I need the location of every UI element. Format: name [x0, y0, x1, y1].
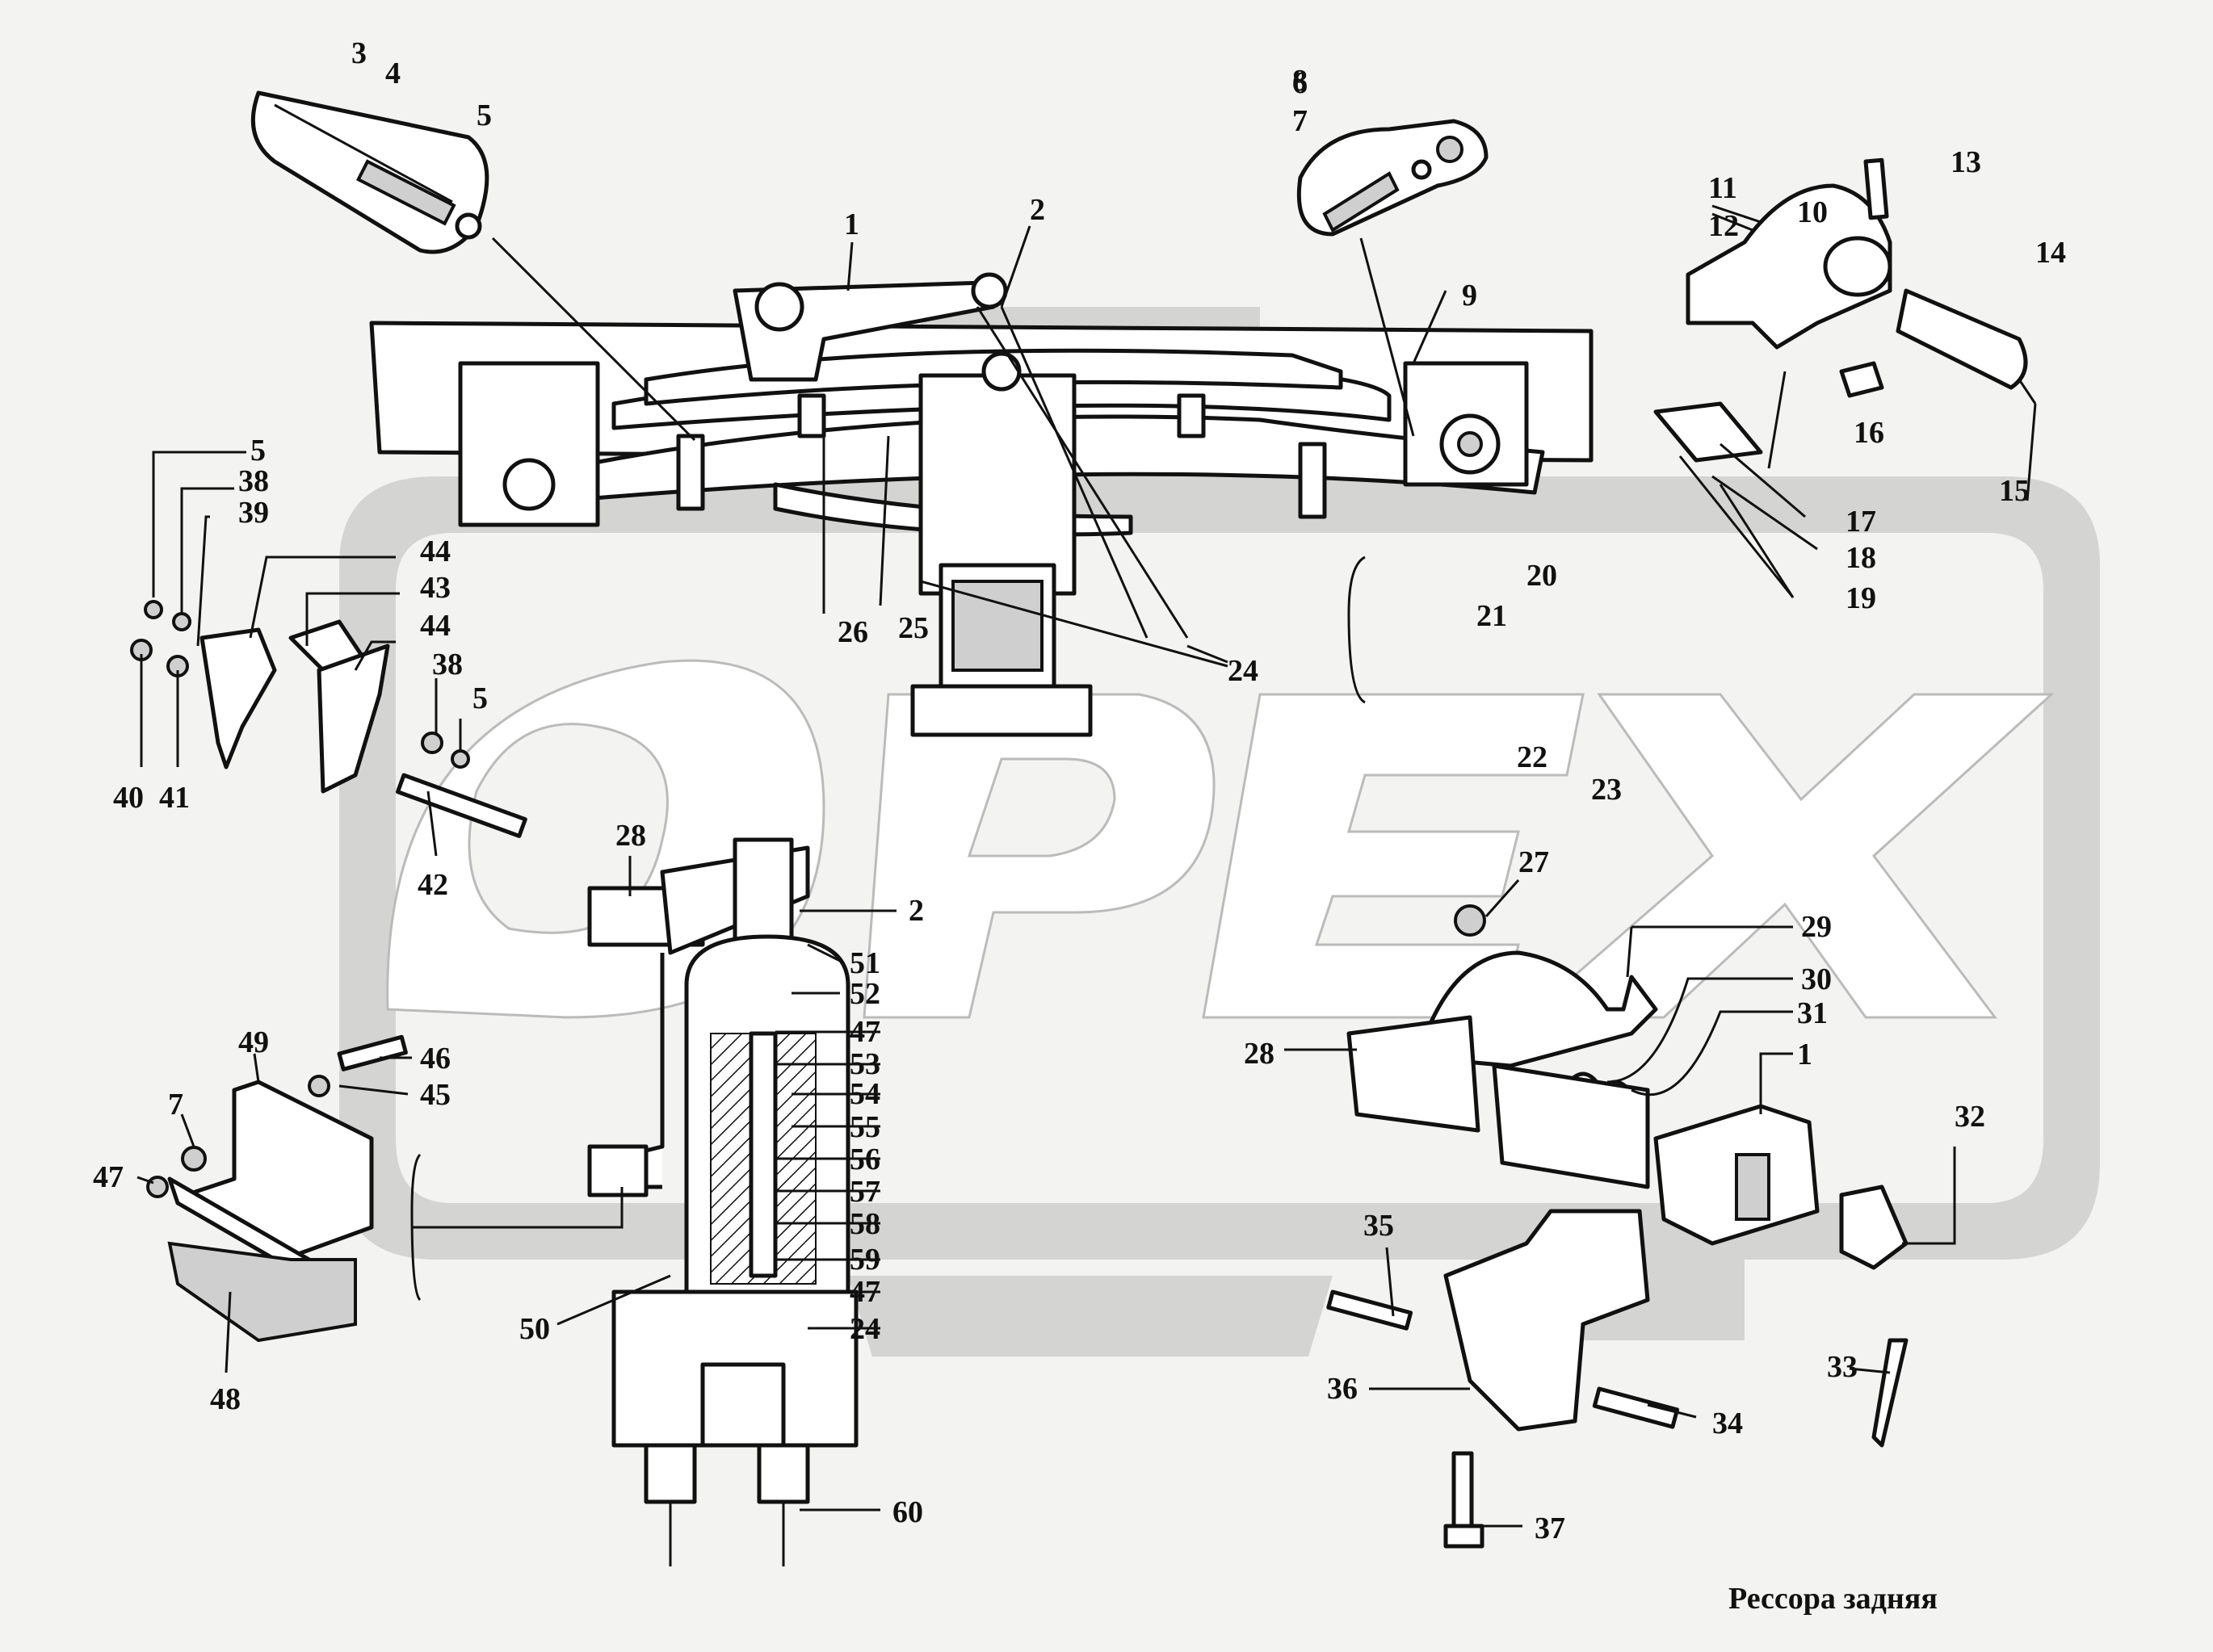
- callout-label: 4: [385, 57, 401, 90]
- callout-label: 58: [850, 1207, 880, 1241]
- callout-label: 47: [850, 1275, 880, 1309]
- callout-label: 10: [1797, 195, 1828, 229]
- callout-label: 46: [420, 1042, 451, 1075]
- callout-label: 36: [1327, 1372, 1358, 1406]
- callout-label: 53: [850, 1047, 880, 1081]
- diagram-caption: Рессора задняя: [1728, 1582, 1938, 1616]
- callout-label: 56: [850, 1143, 880, 1176]
- spring-assembly: [369, 272, 1594, 737]
- callout-label: 29: [1801, 910, 1832, 944]
- callout-label: 30: [1801, 962, 1832, 996]
- callout-label: 40: [113, 781, 144, 815]
- pad-group: [146, 1034, 408, 1343]
- callout-label: 34: [1712, 1407, 1743, 1440]
- callout-label: 39: [238, 496, 269, 530]
- callout-label: 1: [1797, 1038, 1812, 1071]
- callout-label: 42: [418, 868, 448, 902]
- callout-label: 24: [1228, 654, 1258, 688]
- callout-label: 8: [1292, 64, 1308, 98]
- callout-label: 60: [892, 1495, 923, 1529]
- callout-label: 35: [1363, 1209, 1394, 1243]
- callout-label: 28: [1244, 1037, 1274, 1071]
- callout-label: 14: [2035, 236, 2066, 270]
- callout-label: 22: [1517, 740, 1547, 774]
- callout-label: 57: [850, 1175, 880, 1209]
- callout-label: 1: [844, 208, 859, 241]
- callout-label: 44: [420, 535, 451, 568]
- callout-label: 3: [351, 36, 367, 70]
- callout-label: 20: [1526, 559, 1557, 593]
- callout-label: 11: [1708, 171, 1737, 205]
- callout-label: 26: [838, 615, 868, 649]
- callout-label: 43: [420, 571, 451, 605]
- callout-label: 28: [615, 819, 646, 853]
- callout-label: 41: [159, 781, 190, 815]
- callout-label: 25: [898, 611, 929, 645]
- callout-label: 5: [250, 434, 266, 468]
- inset-bolt-group: [250, 90, 696, 442]
- callout-label: 51: [850, 946, 880, 980]
- callout-label: 52: [850, 977, 880, 1011]
- callout-label: 7: [1292, 104, 1308, 138]
- callout-label: 23: [1591, 773, 1622, 807]
- callout-label: 47: [850, 1015, 880, 1049]
- shaft-group: [1326, 904, 1909, 1549]
- left-bracket-group: [130, 600, 527, 838]
- callout-label: 54: [850, 1077, 880, 1111]
- inset-pin-group: [1296, 119, 1489, 437]
- callout-label: 19: [1846, 581, 1876, 615]
- callout-label: 59: [850, 1243, 880, 1277]
- callout-label: 33: [1827, 1350, 1858, 1384]
- callout-label: 38: [432, 648, 463, 681]
- callout-label: 45: [420, 1078, 451, 1112]
- callout-label: 31: [1797, 996, 1828, 1030]
- callout-label: 18: [1846, 541, 1876, 575]
- callout-label: 37: [1535, 1512, 1565, 1545]
- callout-label: 24: [850, 1312, 880, 1346]
- callout-label: 7: [168, 1088, 183, 1122]
- callout-label: 50: [519, 1312, 550, 1346]
- bracket-assembly: [1653, 157, 2028, 463]
- callout-label: 49: [238, 1025, 269, 1059]
- callout-label: 15: [1999, 474, 2030, 508]
- callout-label: 9: [1462, 279, 1477, 312]
- callout-label: 32: [1955, 1100, 1985, 1134]
- callout-label: 13: [1951, 145, 1981, 179]
- callout-label: 21: [1476, 599, 1507, 633]
- callout-label: 48: [210, 1382, 241, 1416]
- callout-label: 27: [1518, 845, 1549, 879]
- callout-label: 2: [909, 894, 924, 928]
- callout-label: 12: [1708, 209, 1739, 243]
- sectional-view: [587, 837, 859, 1566]
- leader-lines: [136, 204, 2037, 1528]
- callout-label: 16: [1854, 416, 1884, 450]
- callout-label: 47: [93, 1160, 124, 1194]
- callout-label: 6: [1292, 66, 1308, 100]
- callout-label: 5: [472, 681, 488, 715]
- callout-label: 38: [238, 464, 269, 498]
- callout-label: 17: [1846, 505, 1876, 539]
- callout-label: 44: [420, 609, 451, 643]
- callout-label: 5: [477, 99, 492, 132]
- callout-label: 2: [1030, 193, 1045, 227]
- callout-label: 55: [850, 1110, 880, 1144]
